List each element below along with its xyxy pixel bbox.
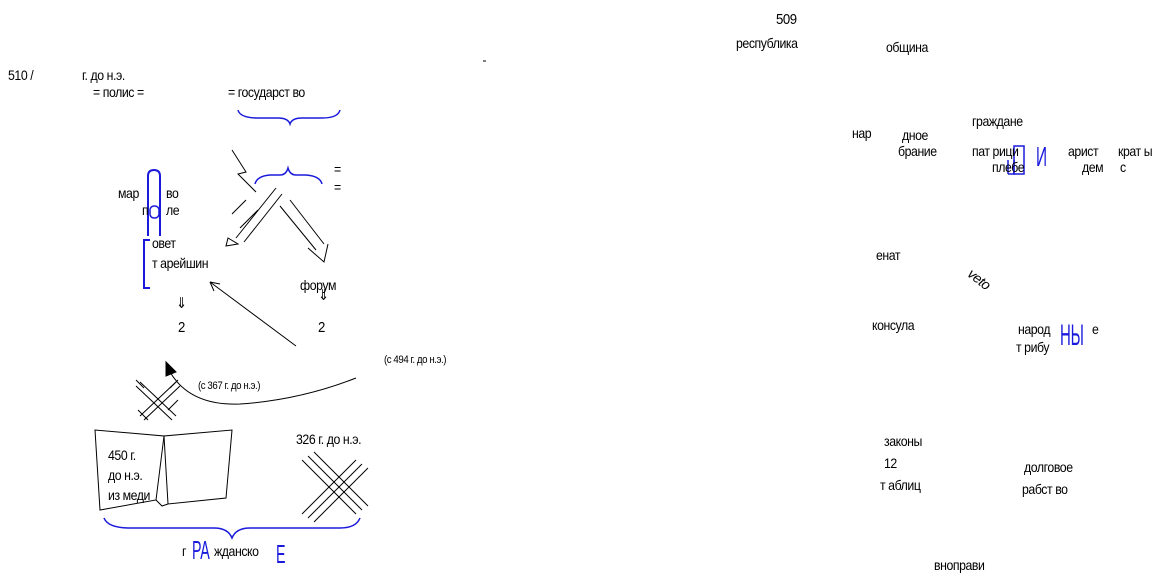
republic-label: республика	[736, 35, 798, 51]
debt-line1: долговое	[1024, 459, 1073, 475]
laws-line2: 12	[884, 455, 897, 471]
crossed-lines-icon	[301, 451, 369, 523]
demos-part1: дем	[1082, 159, 1104, 175]
senate-letter-s	[143, 239, 150, 289]
tribunes-part1: народ	[1018, 321, 1051, 337]
equals-1: =	[334, 161, 341, 177]
civil-mid: жданско	[214, 543, 259, 559]
polis-label: = полис =	[93, 84, 144, 100]
arrow-to-forum-head	[307, 243, 329, 263]
plebeians-label: плебе	[992, 159, 1025, 175]
since-367: (с 367 г. до н.э.)	[198, 380, 261, 392]
arrow-down-left: ⇓	[176, 295, 187, 312]
bc-label: г. до н.э.	[82, 67, 125, 83]
aristocrats-part1: арист	[1068, 143, 1099, 159]
arrow-hatching	[231, 199, 259, 229]
arrow-down-right: ⇓	[318, 287, 329, 304]
civil-big-ra: РА	[192, 535, 210, 565]
people-label: нар	[852, 125, 872, 141]
arrow-to-senate-head	[225, 237, 240, 247]
senate-line1: овет	[152, 235, 176, 251]
book-line2: до н.э.	[108, 467, 143, 483]
debt-line2: рабст во	[1022, 481, 1068, 497]
number-right: 2	[318, 319, 325, 336]
equals-2: =	[334, 179, 341, 195]
forum-label: форум	[300, 277, 336, 293]
since-494: (с 494 г. до н.э.)	[384, 354, 447, 366]
senate-right-label: енат	[876, 247, 901, 263]
arrow-to-forum	[279, 199, 325, 251]
lightning-zigzag	[231, 149, 257, 193]
community-label: община	[886, 39, 928, 55]
senate-line2: т арейшин	[152, 255, 209, 271]
civil-prefix: г	[182, 543, 187, 559]
assembly-line1: дное	[902, 127, 928, 143]
mars-letter-s	[147, 168, 161, 236]
equality-label: вноправи	[934, 557, 985, 573]
arrow-forum-to-senate-head	[209, 281, 221, 292]
book-line1: 450 г.	[108, 447, 136, 463]
state-brace	[237, 109, 341, 127]
tribunes-big-ny: НЫ	[1060, 319, 1084, 352]
mars-letter-o	[149, 205, 160, 219]
mars-field-part2b: ле	[166, 202, 180, 218]
civil-big-e: Е	[276, 539, 286, 569]
mars-field-part1b: во	[166, 185, 179, 201]
laws-line1: законы	[884, 433, 922, 449]
curved-arrow-367-head	[165, 360, 177, 377]
patricians-label: пат рици	[972, 143, 1019, 159]
tribunes-part1b: е	[1092, 321, 1099, 337]
mars-field-part2: п	[142, 202, 149, 218]
big-letter-i: И	[1036, 141, 1047, 172]
civil-brace	[103, 517, 361, 541]
state-label: = государст во	[228, 84, 305, 100]
book-line3: из меди	[108, 487, 151, 503]
year-326: 326 г. до н.э.	[296, 431, 362, 447]
year-509: 509	[776, 11, 797, 28]
year-510: 510 /	[8, 67, 34, 83]
mars-field-part1: мар	[118, 185, 139, 201]
assembly-line2: брание	[898, 143, 937, 159]
curved-arrow-367	[169, 371, 357, 405]
number-left: 2	[178, 319, 185, 336]
open-book-icon	[94, 429, 233, 511]
arrow-forum-to-senate	[209, 281, 297, 347]
tribunes-part2: т рибу	[1016, 339, 1050, 355]
arrow-to-senate	[235, 187, 283, 243]
demos-part2: с	[1120, 159, 1126, 175]
citizens-label: граждане	[972, 113, 1023, 129]
laws-line3: т аблиц	[880, 477, 921, 493]
consuls-label: консула	[872, 317, 915, 333]
demos-letter-o	[1007, 160, 1015, 175]
small-brace	[254, 165, 323, 185]
crossed-swords-icon	[135, 379, 181, 421]
aristocrats-part2: крат ы	[1118, 143, 1153, 159]
